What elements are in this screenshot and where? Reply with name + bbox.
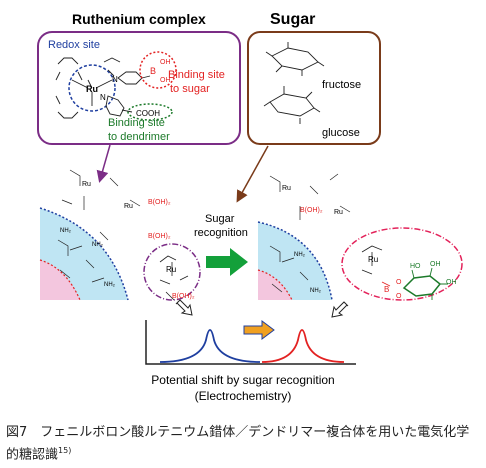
boh2-label-left-2: B(OH)₂ — [148, 233, 171, 240]
right-hollow-arrow — [331, 301, 349, 318]
binding-sugar-label-2: to sugar — [170, 83, 210, 95]
redox-site-label: Redox site — [48, 39, 100, 51]
right-dendrimer: Ru Ru B(OH)₂ NH₂ NH₂ Ru B O O HO OH OH — [257, 173, 463, 301]
ru-label: Ru — [86, 84, 98, 94]
oh-label-right-zoom-1: OH — [430, 261, 441, 268]
binding-dendrimer-label-1: Binding site — [108, 117, 165, 129]
ho-label-right-zoom: HO — [410, 263, 421, 270]
ru-label-left-zoom: Ru — [166, 265, 176, 274]
ruthenium-arrow — [96, 144, 111, 183]
shift-arrow — [243, 320, 275, 340]
nh2-label-left-3: NH₂ — [60, 228, 72, 234]
fructose-label: fructose — [322, 79, 361, 91]
o-label-right-zoom-2: O — [396, 293, 402, 300]
binding-dendrimer-label-2: to dendrimer — [108, 131, 170, 143]
ruthenium-complex-title: Ruthenium complex — [72, 11, 206, 27]
ru-label-right-2: Ru — [334, 209, 343, 216]
red-peak — [261, 329, 345, 363]
ruthenium-complex-box: Redox site Ru N B OH OH Binding site to … — [37, 31, 241, 145]
ru-label-left-2: Ru — [124, 203, 133, 210]
right-zoom-ellipse — [341, 227, 463, 301]
binding-sugar-label-1: Binding site — [168, 69, 225, 81]
binding-sugar-circle — [139, 51, 177, 89]
left-hollow-arrow — [175, 299, 193, 316]
nh2-label-right-2: NH₂ — [310, 288, 322, 294]
sugar-recognition-label-1: Sugar — [205, 213, 235, 225]
b-label-right-zoom: B — [384, 285, 389, 294]
ru-label-right-zoom: Ru — [368, 255, 378, 264]
o-label-right-zoom-1: O — [396, 279, 402, 286]
oh-label-1: OH — [160, 59, 171, 66]
glucose-label: glucose — [322, 127, 360, 139]
cooh-label: COOH — [136, 109, 160, 118]
sugar-arrow — [236, 145, 269, 203]
oh-label-2: OH — [160, 77, 171, 84]
redox-site-circle — [68, 64, 116, 112]
nh2-label-left-1: NH₂ — [92, 242, 104, 248]
electrochem-panel — [145, 299, 356, 365]
nh2-label-left-2: NH₂ — [104, 282, 116, 288]
caption-text: 図7 フェニルボロン酸ルテニウム錯体／デンドリマー複合体を用いた電気化学的糖認識 — [6, 425, 470, 463]
sugar-box: fructose glucose — [247, 31, 381, 145]
electrochem-label-2: (Electrochemistry) — [195, 389, 292, 403]
boh2-label-left-1: B(OH)₂ — [148, 199, 171, 206]
sugar-title: Sugar — [270, 11, 315, 28]
n-label-2: N — [100, 93, 106, 102]
n-label-1: N — [112, 75, 118, 84]
boh2-label-left-zoom: B(OH)₂ — [172, 293, 195, 300]
left-dendrimer: Ru Ru B(OH)₂ B(OH)₂ NH₂ NH₂ NH₂ Ru B(OH)… — [39, 169, 201, 301]
blue-peak — [159, 329, 261, 363]
sugar-recognition-label-2: recognition — [194, 227, 248, 239]
figure-caption: 図7 フェニルボロン酸ルテニウム錯体／デンドリマー複合体を用いた電気化学的糖認識… — [6, 424, 482, 464]
boh2-label-right-1: B(OH)₂ — [300, 207, 323, 214]
electrochem-label-1: Potential shift by sugar recognition — [151, 373, 334, 387]
sugar-recognition-arrow — [206, 248, 248, 276]
caption-ref: 15) — [58, 446, 72, 455]
nh2-label-right-1: NH₂ — [294, 252, 306, 258]
oh-label-right-zoom-2: OH — [446, 279, 457, 286]
binding-dendrimer-ellipse — [127, 103, 173, 121]
ru-label-left-1: Ru — [82, 181, 91, 188]
ru-label-right-1: Ru — [282, 185, 291, 192]
boron-label: B — [150, 66, 156, 76]
